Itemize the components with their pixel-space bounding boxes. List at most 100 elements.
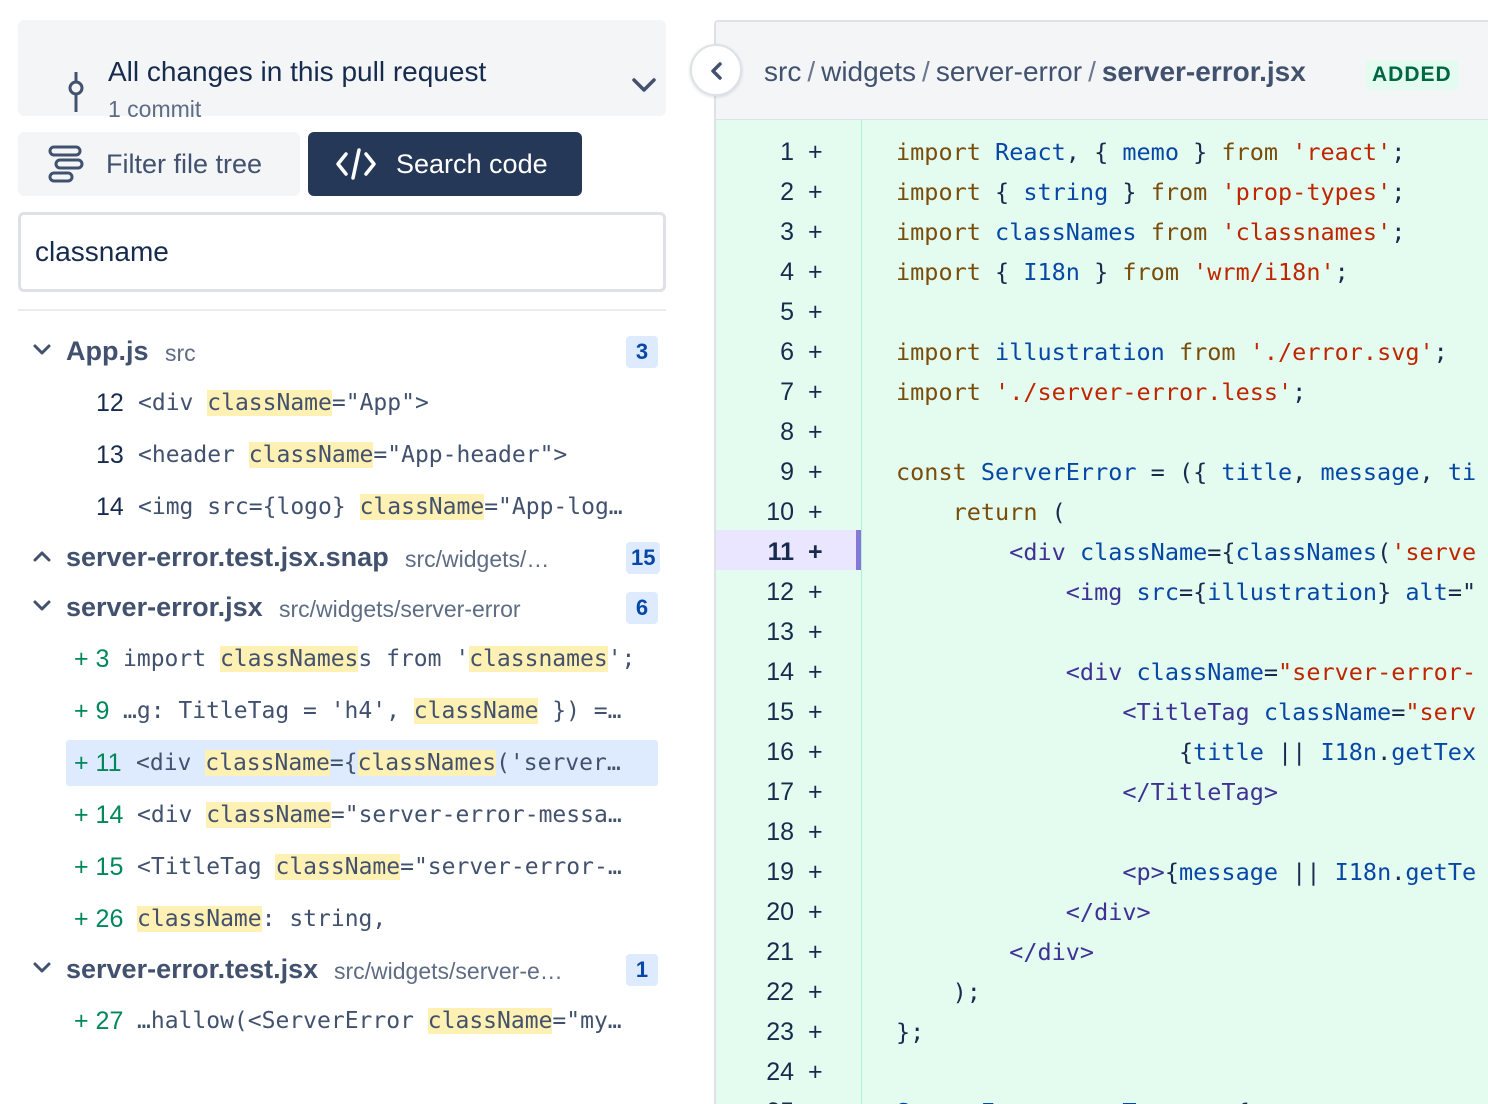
line-number[interactable]: 12 <box>766 578 794 606</box>
line-number[interactable]: 1 <box>780 138 794 166</box>
collapse-sidebar-button[interactable] <box>690 44 742 96</box>
diff-line[interactable]: 2+import { string } from 'prop-types'; <box>716 170 1488 210</box>
line-number[interactable]: 7 <box>780 378 794 406</box>
line-number[interactable]: 15 <box>766 698 794 726</box>
code-token: = <box>1263 658 1279 686</box>
result-file-path: src <box>165 340 196 366</box>
diff-line[interactable]: 25+ServerError.propTypes = { <box>716 1090 1488 1104</box>
diff-line[interactable]: 11+ <div className={classNames('serve <box>716 530 1488 570</box>
breadcrumb-segment[interactable]: server-error <box>935 56 1083 87</box>
diff-line[interactable]: 15+ <TitleTag className="serv <box>716 690 1488 730</box>
diff-line[interactable]: 3+import classNames from 'classnames'; <box>716 210 1488 250</box>
line-number[interactable]: 2 <box>780 178 794 206</box>
code-token: propTypes <box>1066 1098 1193 1104</box>
result-match-line[interactable]: + 15<TitleTag className="server-error-… <box>66 844 658 890</box>
diff-line[interactable]: 10+ return ( <box>716 490 1488 530</box>
added-line-marker: + <box>808 458 823 486</box>
code-token: . <box>1377 738 1392 766</box>
code-token: message <box>1320 458 1420 486</box>
line-number[interactable]: 14 <box>766 658 794 686</box>
expand-chevron-icon[interactable] <box>32 960 52 976</box>
code-token: import <box>896 258 996 286</box>
code-text: ={ <box>329 750 358 776</box>
code-text: '; <box>607 646 636 672</box>
line-number[interactable]: 20 <box>766 898 794 926</box>
diff-line[interactable]: 1+import React, { memo } from 'react'; <box>716 130 1488 170</box>
diff-line[interactable]: 4+import { I18n } from 'wrm/i18n'; <box>716 250 1488 290</box>
expand-chevron-icon[interactable] <box>32 598 52 614</box>
result-match-line[interactable]: 14<img src={logo} className="App-log… <box>66 484 658 530</box>
result-match-line[interactable]: 12<div className="App"> <box>66 380 658 426</box>
diff-line[interactable]: 12+ <img src={illustration} alt=" <box>716 570 1488 610</box>
code-token: || <box>1278 858 1335 886</box>
line-number[interactable]: 21 <box>766 938 794 966</box>
diff-line[interactable]: 8+ <box>716 410 1488 450</box>
line-number[interactable]: 3 <box>780 218 794 246</box>
diff-line[interactable]: 24+ <box>716 1050 1488 1090</box>
line-number[interactable]: 18 <box>766 818 794 846</box>
diff-line[interactable]: 23+}; <box>716 1010 1488 1050</box>
diff-line[interactable]: 21+ </div> <box>716 930 1488 970</box>
diff-line[interactable]: 13+ <box>716 610 1488 650</box>
change-scope-selector[interactable]: All changes in this pull request 1 commi… <box>18 20 666 122</box>
code-text: ="server-error-messa… <box>330 802 622 828</box>
line-number[interactable]: 9 <box>780 458 794 486</box>
line-number[interactable]: 10 <box>766 498 794 526</box>
breadcrumb-segment[interactable]: src <box>764 56 802 87</box>
code-token: { <box>995 178 1024 206</box>
scope-subtitle: 1 commit <box>108 96 202 122</box>
code-token: return <box>896 498 1052 526</box>
search-highlight: className <box>206 802 331 828</box>
code-token: import <box>896 178 996 206</box>
diff-line[interactable]: 5+ <box>716 290 1488 330</box>
breadcrumb-segment[interactable]: widgets <box>821 56 917 87</box>
match-line-number: + 3 <box>74 645 110 673</box>
diff-line[interactable]: 7+import './server-error.less'; <box>716 370 1488 410</box>
code-token: } <box>1377 578 1406 606</box>
diff-line[interactable]: 20+ </div> <box>716 890 1488 930</box>
code-token: <div <box>896 658 1137 686</box>
match-count-badge: 3 <box>626 336 658 368</box>
result-match-line[interactable]: + 11<div className={classNames('server… <box>66 740 658 786</box>
diff-line[interactable]: 6+import illustration from './error.svg'… <box>716 330 1488 370</box>
diff-line[interactable]: 9+const ServerError = ({ title, message,… <box>716 450 1488 490</box>
code-search-input[interactable] <box>18 212 666 292</box>
filter-file-tree-button[interactable]: Filter file tree <box>18 132 300 196</box>
code-token: from <box>1122 258 1194 286</box>
diff-line[interactable]: 16+ {title || I18n.getTex <box>716 730 1488 770</box>
filter-file-tree-label: Filter file tree <box>106 149 263 179</box>
collapse-chevron-icon[interactable] <box>32 548 52 564</box>
result-match-line[interactable]: 13<header className="App-header"> <box>66 432 658 478</box>
diff-line[interactable]: 19+ <p>{message || I18n.getTe <box>716 850 1488 890</box>
line-number[interactable]: 25 <box>766 1098 794 1104</box>
line-number[interactable]: 8 <box>780 418 794 446</box>
expand-chevron-icon[interactable] <box>32 342 52 358</box>
result-match-line[interactable]: + 27…hallow(<ServerError className="my… <box>66 998 658 1044</box>
result-match-line[interactable]: + 9…g: TitleTag = 'h4', className }) =… <box>66 688 658 734</box>
line-number[interactable]: 24 <box>766 1058 794 1086</box>
line-number[interactable]: 4 <box>780 258 794 286</box>
line-number[interactable]: 17 <box>766 778 794 806</box>
diff-line[interactable]: 18+ <box>716 810 1488 850</box>
line-number[interactable]: 5 <box>780 298 794 326</box>
diff-line[interactable]: 17+ </TitleTag> <box>716 770 1488 810</box>
line-number[interactable]: 23 <box>766 1018 794 1046</box>
line-number[interactable]: 6 <box>780 338 794 366</box>
diff-line[interactable]: 22+ ); <box>716 970 1488 1010</box>
line-number[interactable]: 16 <box>766 738 794 766</box>
diff-line[interactable]: 14+ <div className="server-error- <box>716 650 1488 690</box>
line-number[interactable]: 11 <box>767 538 794 566</box>
result-match-line[interactable]: + 14<div className="server-error-messa… <box>66 792 658 838</box>
line-number[interactable]: 19 <box>766 858 794 886</box>
line-source: <img src={illustration} alt=" <box>896 578 1476 606</box>
code-token: import <box>896 218 996 246</box>
search-code-button[interactable]: Search code <box>308 132 582 196</box>
line-number[interactable]: 13 <box>766 618 794 646</box>
line-number[interactable]: 22 <box>766 978 794 1006</box>
